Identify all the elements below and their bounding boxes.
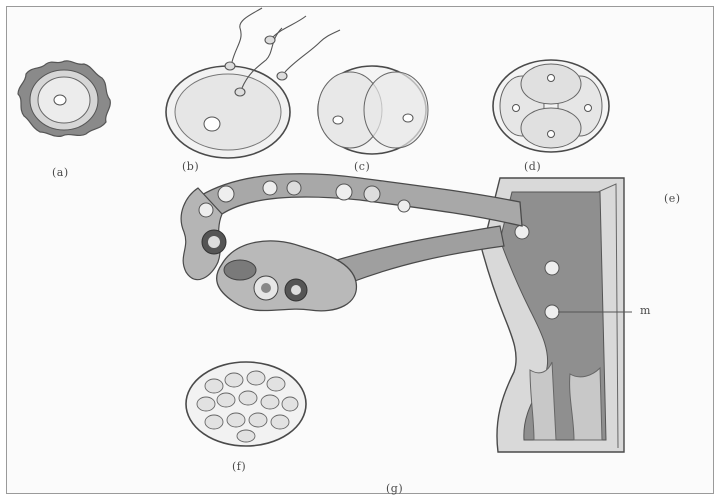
label-e: (e) (664, 192, 681, 205)
four-cell-d (493, 60, 609, 152)
label-m: m (640, 304, 651, 317)
label-c: (c) (354, 160, 370, 173)
label-d: (d) (524, 160, 541, 173)
label-a: (a) (52, 166, 69, 179)
ovum-a (18, 61, 110, 137)
ovary (202, 230, 356, 311)
label-f: (f) (232, 460, 246, 473)
morula-f (186, 362, 306, 446)
label-b: (b) (182, 160, 199, 173)
fertilization-b (166, 8, 340, 158)
two-cell-c (318, 66, 428, 154)
label-g: (g) (386, 482, 403, 495)
